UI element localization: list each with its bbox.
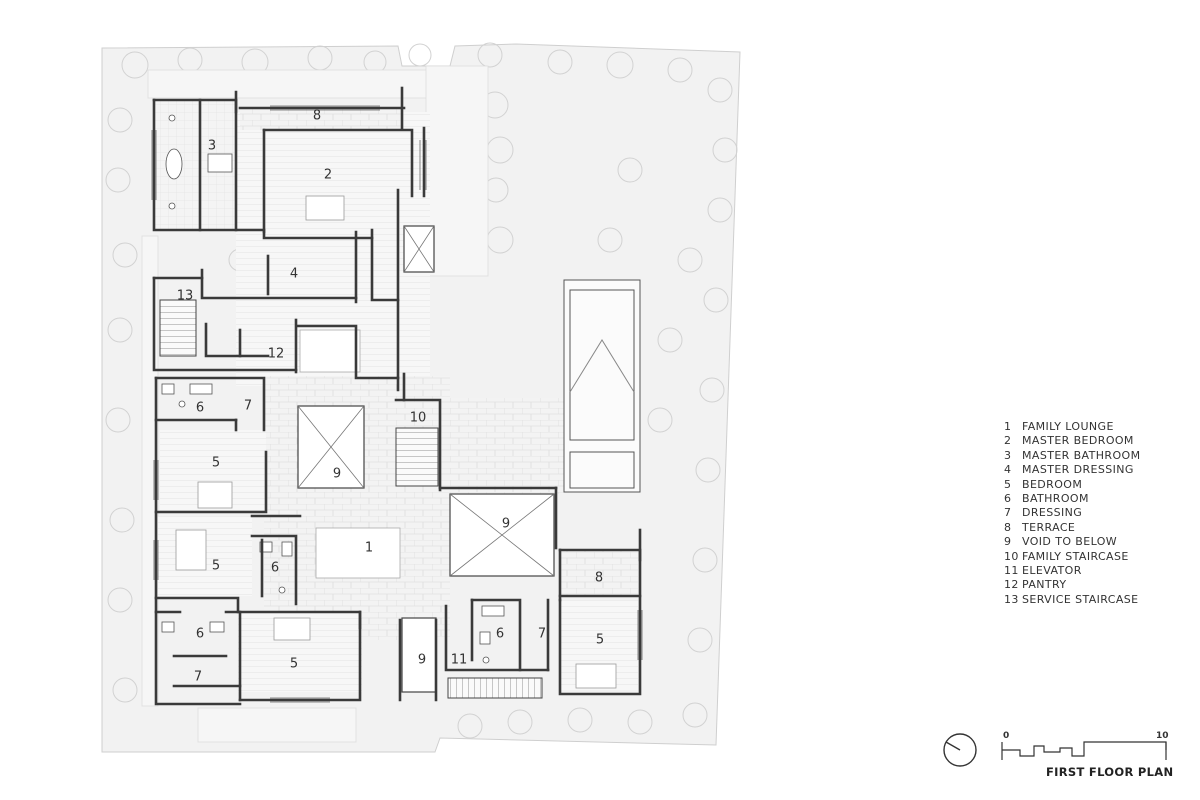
legend-number: 2 [1004,434,1012,448]
staircases [159,299,543,699]
legend-number: 10 [1004,549,1019,563]
legend-item: 4 MASTER DRESSING [1004,463,1184,477]
scale-bar [1001,741,1167,760]
legend-item: 2 MASTER BEDROOM [1004,434,1184,448]
legend: 1 FAMILY LOUNGE 2 MASTER BEDROOM 3 MASTER BAT… [1004,420,1184,607]
room-label: 13 [177,289,194,304]
legend-label: MASTER BEDROOM [1022,434,1134,448]
legend-label: SERVICE STAIRCASE [1022,592,1139,606]
room-label: 11 [451,653,468,668]
legend-item: 9 VOID TO BELOW [1004,535,1184,549]
room-label: 1 [365,541,373,556]
bath-fixtures [161,114,505,664]
legend-item: 6 BATHROOM [1004,492,1184,506]
room-label: 8 [313,109,321,124]
legend-number: 1 [1004,420,1012,433]
legend-label: BEDROOM [1022,477,1083,491]
room-label: 2 [324,168,332,183]
beds [175,195,617,689]
room-label: 6 [196,627,204,642]
legend-label: PANTRY [1022,578,1067,592]
legend-number: 7 [1004,506,1012,520]
walls [152,86,642,706]
legend-number: 3 [1004,448,1012,462]
scale-label-start: 0 [1003,731,1010,741]
legend-number: 11 [1004,563,1019,577]
legend-number: 9 [1004,535,1012,549]
legend-label: FAMILY STAIRCASE [1022,549,1129,563]
windows [151,105,643,703]
legend-label: DRESSING [1022,506,1083,520]
north-arrow-icon [943,733,977,767]
room-label: 6 [196,401,204,416]
room-label: 5 [212,559,220,574]
room-label: 5 [290,657,298,672]
lounge-rugs [299,329,401,579]
room-labels: 8 3 2 4 13 12 6 7 10 9 5 1 9 5 6 8 6 5 9… [177,109,604,685]
scale-label-end: 10 [1156,731,1169,741]
room-label: 9 [418,653,426,668]
room-label: 7 [244,399,252,414]
legend-item: 3 MASTER BATHROOM [1004,449,1184,463]
skylight-strip [563,279,641,493]
legend-label: BATHROOM [1022,491,1089,505]
legend-item: 1 FAMILY LOUNGE [1004,420,1184,434]
legend-number: 12 [1004,578,1019,592]
plan-title: FIRST FLOOR PLAN [1046,765,1174,779]
room-label: 3 [208,139,216,154]
room-label: 5 [596,633,604,648]
legend-number: 4 [1004,463,1012,477]
room-label: 7 [194,670,202,685]
room-label: 9 [502,517,510,532]
room-label: 10 [410,411,427,426]
legend-label: MASTER BATHROOM [1022,448,1141,462]
legend-label: FAMILY LOUNGE [1022,420,1114,433]
legend-item: 5 BEDROOM [1004,478,1184,492]
void-areas [297,225,555,693]
room-label: 12 [268,347,285,362]
legend-item: 7 DRESSING [1004,506,1184,520]
legend-number: 5 [1004,477,1012,491]
legend-number: 8 [1004,520,1012,534]
legend-label: ELEVATOR [1022,563,1082,577]
room-label: 6 [496,627,504,642]
room-label: 5 [212,456,220,471]
room-label: 4 [290,267,298,282]
room-label: 7 [538,627,546,642]
legend-label: MASTER DRESSING [1022,463,1134,477]
legend-number: 13 [1004,592,1019,606]
legend-label: TERRACE [1022,520,1076,534]
legend-label: VOID TO BELOW [1022,535,1118,549]
room-label: 8 [595,571,603,586]
room-label: 9 [333,467,341,482]
paving [141,65,489,743]
legend-number: 6 [1004,491,1012,505]
legend-item: 8 TERRACE [1004,521,1184,535]
room-label: 6 [271,561,279,576]
